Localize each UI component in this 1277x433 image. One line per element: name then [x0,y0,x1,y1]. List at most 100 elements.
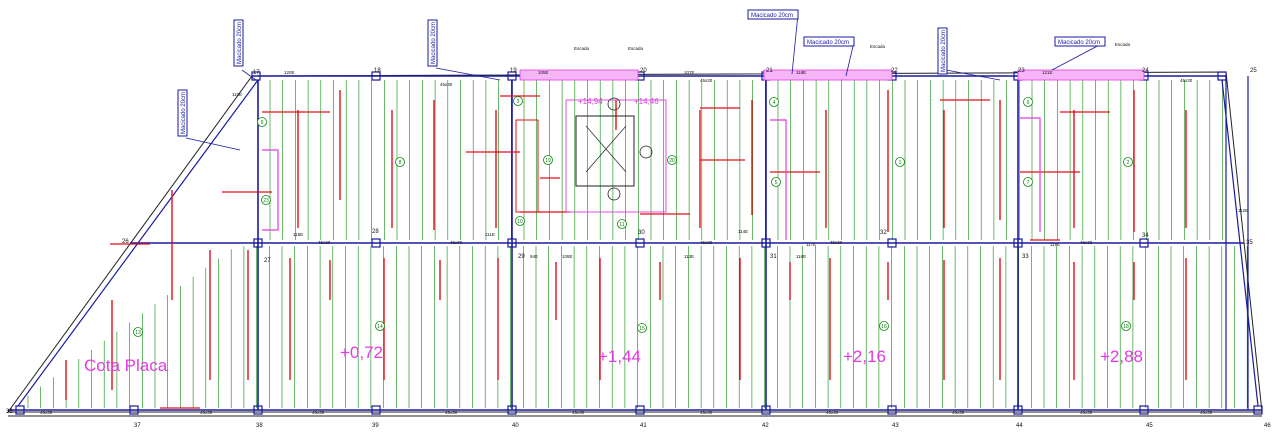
escada-label-4: Escada [1115,42,1131,47]
cota-216-label: +2,16 [843,347,886,366]
node-31: 31 [770,254,777,260]
elevator-box [515,119,539,213]
slab-circle [515,216,525,226]
node-39: 39 [372,423,379,429]
edge-reinforcement [262,149,279,231]
dim-label: 45x30 [450,240,463,245]
slab-marker: 23 [261,195,271,205]
slab-circle [667,155,677,165]
node-30: 30 [638,230,645,236]
slab-ribs [27,80,1248,408]
node-45: 45 [1146,423,1153,429]
slab-circle [543,155,553,165]
leader-line [791,13,799,75]
solid-slab-band [519,69,639,81]
slab-marker: 1 [895,157,905,167]
column [507,71,517,81]
column [507,238,517,248]
macicado-tag-3: Macicado 20cm [1054,36,1106,47]
dim-label: 45x30 [700,410,713,415]
macicado-tag-2: Macicado 20cm [803,36,855,47]
slab-marker: 11 [617,219,627,229]
node-41: 41 [640,423,647,429]
svg-text:Macicado 20cm: Macicado 20cm [751,13,793,19]
slab-id: 14 [377,324,383,330]
node-33: 33 [1022,254,1029,260]
node-17: 17 [253,70,260,76]
slab-marker: 2 [1123,157,1133,167]
slab-id: 2 [1127,160,1130,166]
node-18: 18 [374,68,381,74]
beam-107E: 107E [684,70,695,75]
slab-circle [771,177,781,187]
macicado-tag-vertical-3: Macicado 20cm [177,89,188,137]
cota-1446-label: +14,46 [634,97,659,106]
slab-id: 10 [517,219,523,225]
column [15,405,25,415]
svg-text:Macicado 20cm: Macicado 20cm [431,22,437,64]
beam-114E: 114E [738,229,748,234]
node-35: 35 [1246,240,1253,246]
node-44: 44 [1016,423,1023,429]
slab-circle [395,157,405,167]
leader-line [241,69,257,81]
slab-circle [895,157,905,167]
column [1139,238,1149,248]
slab-circle [257,117,267,127]
slab-id: 5 [775,180,778,186]
column [371,405,381,415]
node-36: 36 [6,409,13,415]
slab-id: 20 [669,158,675,164]
slab-id: 8 [399,160,402,166]
macicado-tag-1: Macicado 20cm [747,9,799,20]
column [371,71,381,81]
slab-circle [637,323,647,333]
svg-text:Macicado 20cm: Macicado 20cm [807,40,849,46]
beam-grid [7,13,1263,417]
beam-116E: 116E [796,254,806,259]
node-24: 24 [1142,68,1149,74]
slab-id: 4 [773,100,776,106]
stair-symbol [639,145,653,159]
beam-113E: 113E [684,254,694,259]
slab-marker: 5 [771,177,781,187]
column [761,405,771,415]
beam-slanted-left [17,79,259,407]
leader-line [435,67,501,81]
leader-line [945,69,1001,81]
column [253,238,263,248]
slab-id: 11 [619,222,624,228]
slab-circle [1123,157,1133,167]
slab-marker: 8 [395,157,405,167]
dim-label: 45x30 [952,410,965,415]
node-29: 29 [518,254,525,260]
stair-diagonal [585,125,627,173]
node-34: 34 [1142,233,1149,239]
stair-symbol [607,97,621,111]
column [507,405,517,415]
dim-label: 45x30 [1180,78,1193,83]
slab-id: 7 [1027,180,1030,186]
slab-circle [879,321,889,331]
node-20: 20 [640,68,647,74]
column [1013,405,1023,415]
column [253,405,263,415]
svg-text:Macicado 20cm: Macicado 20cm [1058,40,1100,46]
slab-marker: 7 [1023,177,1033,187]
dim-label: 45x30 [1080,240,1093,245]
stair-symbol [607,187,621,201]
solid-slab-band [763,69,893,81]
slab-marker: 4 [769,97,779,107]
slab-circle [1121,321,1131,331]
beam-117E: 117E [806,242,816,247]
beam-112E: 112E [1238,208,1248,213]
node-43: 43 [892,423,899,429]
node-23: 23 [1018,68,1025,74]
macicado-tag-vertical-4: Macicado 20cm [937,27,948,75]
slab-id: 1 [899,160,902,166]
rebar-lines [65,90,1187,409]
cota-placa-label: Cota Placa [84,356,168,375]
dim-label: 45x30 [826,410,839,415]
slab-id: 15 [639,326,645,332]
node-27: 27 [264,258,271,264]
